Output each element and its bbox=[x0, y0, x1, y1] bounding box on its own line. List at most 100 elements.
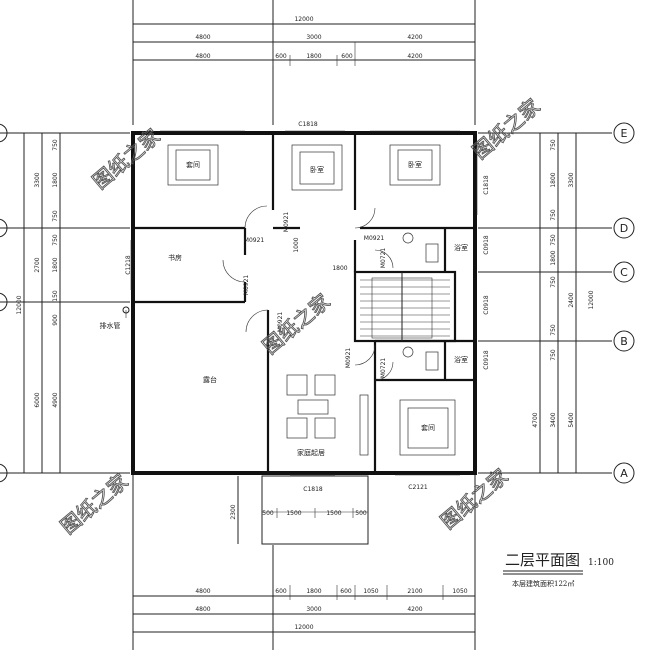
axis-bubble-b bbox=[613, 330, 635, 352]
dim-bot-r1-a: 4800 bbox=[195, 588, 210, 595]
right-dimensions: 750 1800 750 750 1800 750 750 750 3400 4… bbox=[478, 122, 635, 484]
interior-walls bbox=[133, 133, 475, 473]
dim-top-r1-a: 4800 bbox=[195, 34, 210, 41]
win-label-top: C1818 bbox=[298, 121, 318, 128]
dim-bot-r1-g: 1050 bbox=[452, 588, 467, 595]
room-family: 家庭起居 bbox=[297, 448, 325, 457]
win-c0918-r2: C0918 bbox=[483, 295, 490, 315]
dim-left-in-0: 750 bbox=[52, 139, 59, 151]
furniture bbox=[167, 144, 456, 456]
axis-label-a: A bbox=[620, 467, 628, 480]
dim-top-r1-c: 4200 bbox=[407, 34, 422, 41]
top-dimensions: 12000 4800 3000 4200 4800 600 1800 600 4… bbox=[132, 0, 476, 125]
dim-right-mid-a: 3300 bbox=[568, 172, 575, 187]
dim-right-in-4: 1800 bbox=[550, 250, 557, 265]
dim-right-in-2: 750 bbox=[550, 209, 557, 221]
door-label-5: M0921 bbox=[277, 312, 284, 333]
dim-top-r2-d: 600 bbox=[341, 53, 353, 60]
dim-left-in-6: 900 bbox=[52, 314, 59, 326]
windows bbox=[130, 130, 478, 476]
dim-left-in-4: 1800 bbox=[52, 257, 59, 272]
door-label-7: M0721 bbox=[380, 248, 387, 269]
dim-right-mid-b: 2400 bbox=[568, 292, 575, 307]
dim-balcony-0: 500 bbox=[262, 510, 274, 517]
dim-left-mid-b: 2700 bbox=[34, 257, 41, 272]
opening-labels: C1818 C1218 C1818 C2121 M0921 M0921 M092… bbox=[125, 121, 428, 493]
room-bath-top: 浴室 bbox=[454, 243, 468, 252]
dim-balcony-3: 500 bbox=[355, 510, 367, 517]
axis-bubble-d bbox=[613, 217, 635, 239]
bottom-dimensions: 4800 600 1800 600 1050 2100 1050 4800 30… bbox=[132, 475, 476, 650]
dim-bot-r1-e: 1050 bbox=[363, 588, 378, 595]
dim-top-r2-a: 4800 bbox=[195, 53, 210, 60]
dim-balcony-depth: 2300 bbox=[230, 504, 237, 519]
room-study: 书房 bbox=[168, 253, 182, 262]
balcony: 2300 500 1500 1500 500 bbox=[230, 475, 369, 545]
dim-balcony-1: 1500 bbox=[286, 510, 301, 517]
watermark-2: 图纸之家 bbox=[468, 94, 545, 164]
door-label-1: M0921 bbox=[244, 237, 265, 244]
door-label-6: M0921 bbox=[345, 348, 352, 369]
door-label-2: M0921 bbox=[283, 212, 290, 233]
dim-top-r2-c: 1800 bbox=[306, 53, 321, 60]
axis-label-d: D bbox=[620, 222, 628, 235]
room-suite-bottom-right: 套间 bbox=[421, 423, 435, 432]
dim-left-in-2: 750 bbox=[52, 210, 59, 222]
room-labels: 套间 卧室 卧室 书房 露台 家庭起居 套间 浴室 浴室 排水管 bbox=[100, 160, 469, 457]
room-suite-top-left: 套间 bbox=[186, 160, 200, 169]
drawing-title: 二层平面图 bbox=[505, 551, 580, 569]
dim-left-in-8: 4900 bbox=[52, 392, 59, 407]
dim-right-in-5: 750 bbox=[550, 276, 557, 288]
axis-label-e: E bbox=[621, 127, 628, 140]
dim-right-in-9: 3400 bbox=[550, 412, 557, 427]
dim-right-in-10: 4700 bbox=[532, 412, 539, 427]
dim-bot-r2-b: 3000 bbox=[306, 606, 321, 613]
door-swings bbox=[222, 205, 394, 381]
axis-bubble-a bbox=[613, 462, 635, 484]
dim-bot-r1-d: 600 bbox=[340, 588, 352, 595]
dim-left-in-1: 1800 bbox=[52, 172, 59, 187]
win-c0918-r1: C0918 bbox=[483, 235, 490, 255]
dim-left-total: 12000 bbox=[16, 295, 23, 314]
dim-bot-r1-f: 2100 bbox=[407, 588, 422, 595]
axis-bubble-c bbox=[613, 261, 635, 283]
dim-top-r2-e: 4200 bbox=[407, 53, 422, 60]
dim-top-total: 12000 bbox=[294, 16, 313, 23]
win-label-family: C1818 bbox=[303, 486, 323, 493]
watermark-3: 图纸之家 bbox=[258, 289, 335, 359]
dim-right-in-6: 750 bbox=[550, 324, 557, 336]
title-block: 二层平面图 1:100 本层建筑面积122㎡ bbox=[503, 551, 614, 588]
axis-label-c: C bbox=[620, 266, 628, 279]
watermark-4: 图纸之家 bbox=[56, 469, 133, 539]
room-terrace: 露台 bbox=[203, 375, 217, 384]
dim-bot-r2-c: 4200 bbox=[407, 606, 422, 613]
dim-right-total: 12000 bbox=[588, 290, 595, 309]
dim-left-in-3: 750 bbox=[52, 234, 59, 246]
left-dimensions: 12000 3300 2700 6000 750 1800 750 750 18… bbox=[0, 123, 130, 483]
win-c1818-right: C1818 bbox=[483, 175, 490, 195]
dim-left-mid-c: 6000 bbox=[34, 392, 41, 407]
dim-right-in-3: 750 bbox=[550, 234, 557, 246]
axis-bubble-e bbox=[613, 122, 635, 144]
watermark-1: 图纸之家 bbox=[88, 124, 165, 194]
win-label-suite: C2121 bbox=[408, 484, 428, 491]
dim-right-in-8: 750 bbox=[550, 349, 557, 361]
drawing-scale: 1:100 bbox=[588, 558, 614, 568]
axis-label-b: B bbox=[620, 335, 628, 348]
dim-right-in-1: 1800 bbox=[550, 172, 557, 187]
dim-top-r1-b: 3000 bbox=[306, 34, 321, 41]
room-bedroom-top-right: 卧室 bbox=[408, 160, 422, 169]
dim-left-in-5: 150 bbox=[52, 290, 59, 302]
floor-area: 本层建筑面积122㎡ bbox=[512, 579, 574, 588]
dim-bot-total: 12000 bbox=[294, 624, 313, 631]
dim-top-r2-b: 600 bbox=[275, 53, 287, 60]
dim-stair: 1000 bbox=[293, 237, 300, 252]
dim-bot-r2-a: 4800 bbox=[195, 606, 210, 613]
room-bath-bottom: 浴室 bbox=[454, 355, 468, 364]
win-label-study: C1218 bbox=[125, 255, 132, 275]
door-label-3: M0921 bbox=[364, 235, 385, 242]
room-bedroom-top-mid: 卧室 bbox=[310, 165, 324, 174]
dim-bot-r1-b: 600 bbox=[275, 588, 287, 595]
win-c0918-r3: C0918 bbox=[483, 350, 490, 370]
